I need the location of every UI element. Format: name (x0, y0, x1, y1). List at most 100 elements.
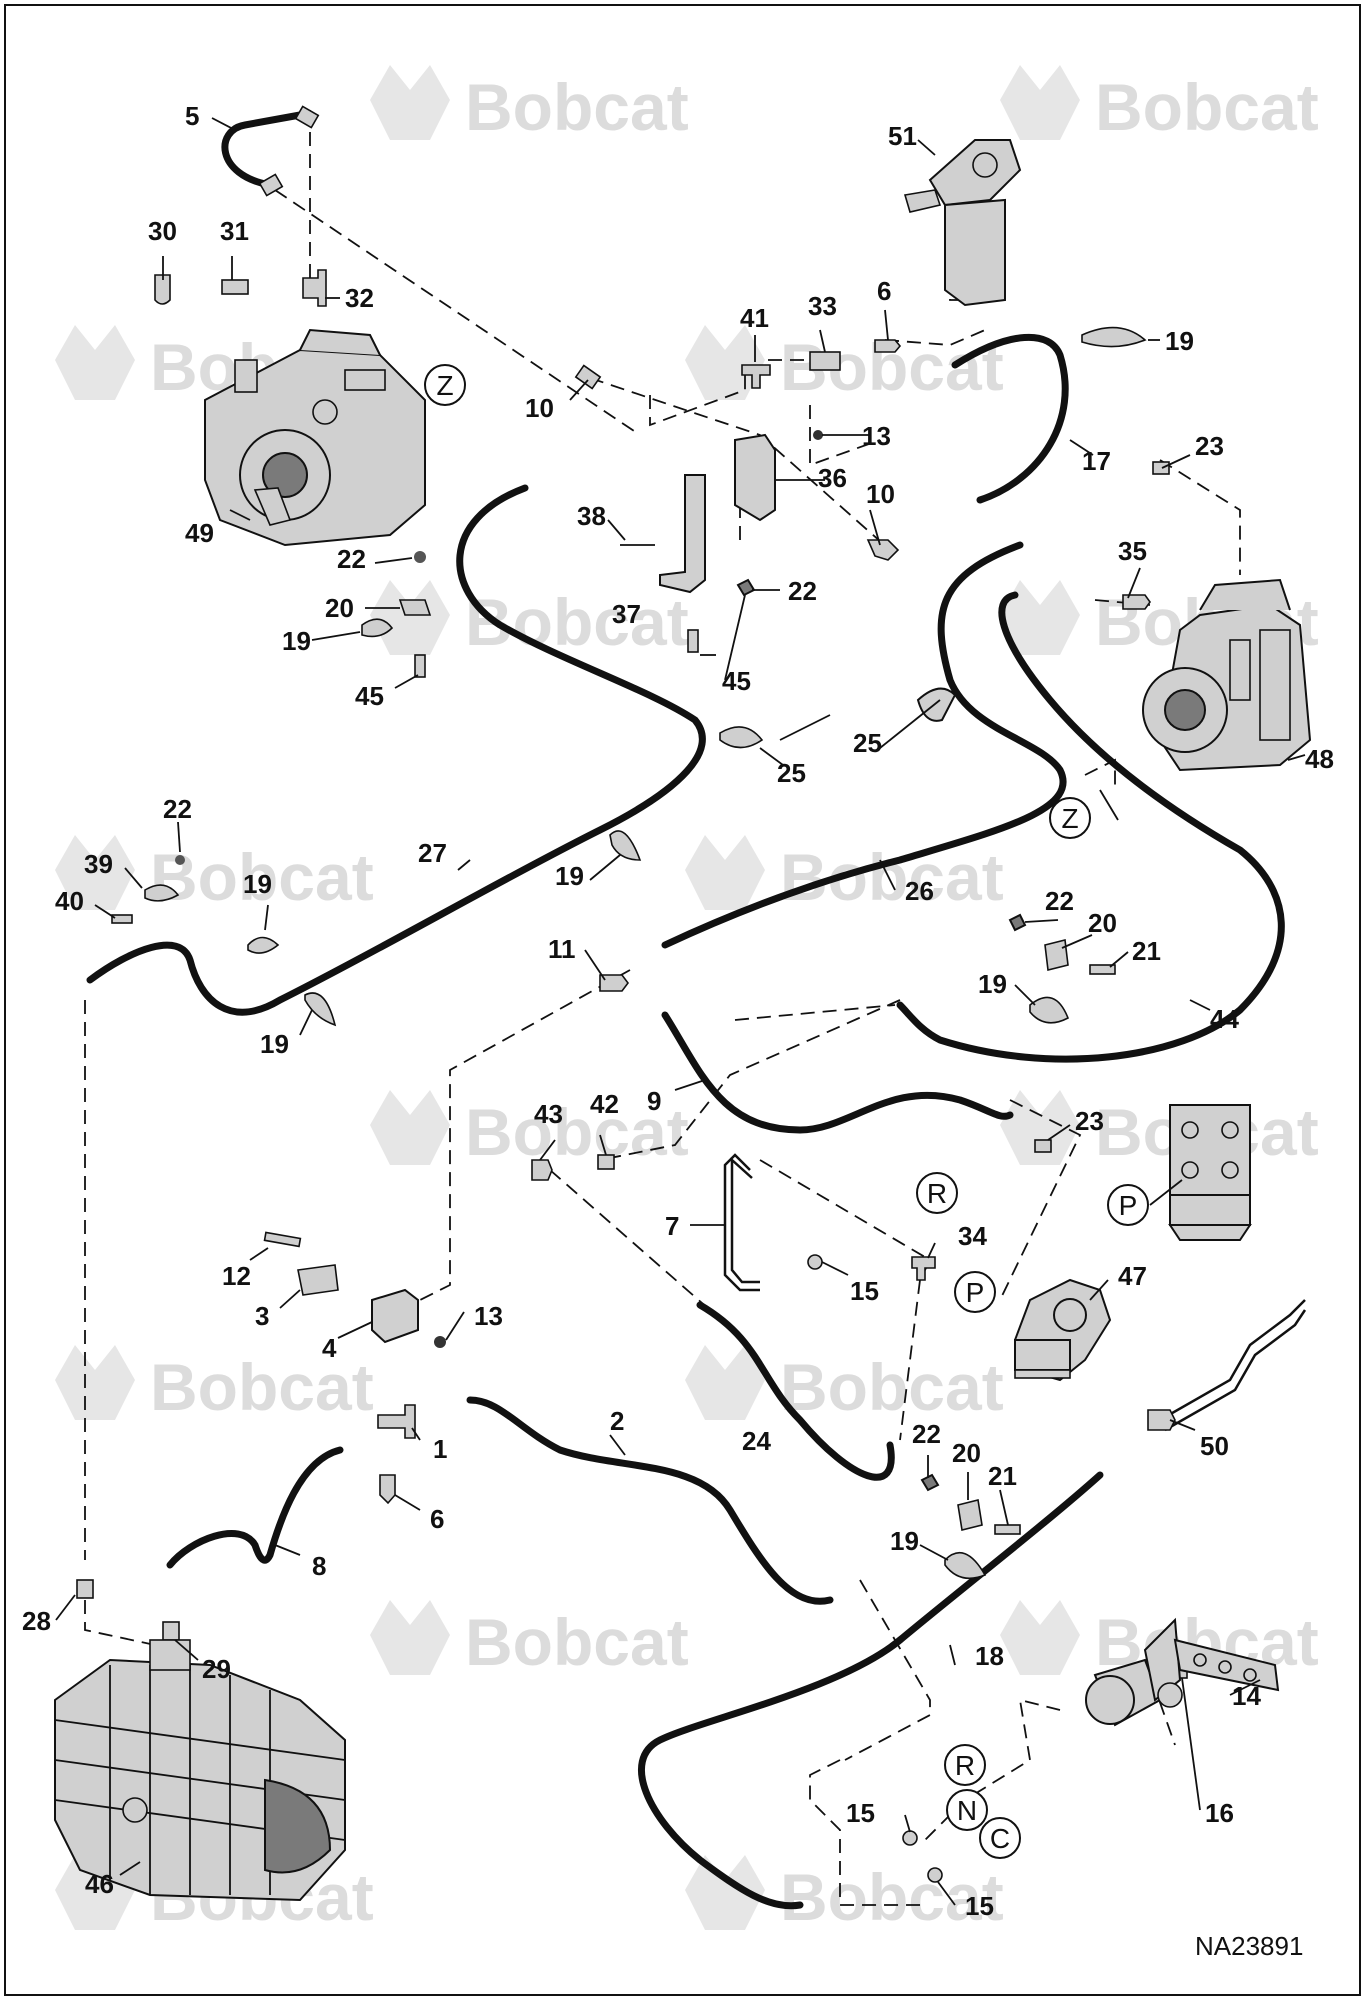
watermark-logo: Bobcat (55, 1345, 374, 1424)
bubble-letter: P (966, 1277, 985, 1308)
callout: 10 (866, 479, 895, 509)
bubble-letter: R (927, 1178, 947, 1209)
hose-24 (696, 1301, 895, 1481)
bubble-z-mid: Z (1049, 797, 1091, 839)
watermark-logo: Bobcat (370, 1090, 689, 1169)
watermark-logo: Bobcat (685, 1345, 1004, 1424)
fitting-23a (1152, 461, 1170, 475)
tube-7 (723, 1153, 760, 1292)
callout: 2 (610, 1406, 624, 1436)
nut-22c (175, 855, 185, 865)
callout: 19 (260, 1029, 289, 1059)
callout: 11 (548, 934, 576, 964)
block-36 (734, 433, 776, 522)
callout: 8 (312, 1551, 326, 1581)
fitting-28 (76, 1579, 94, 1599)
callout: 43 (534, 1099, 563, 1129)
clamp-20c (957, 1499, 983, 1531)
callout: 15 (850, 1276, 879, 1306)
clamp-19d (609, 830, 642, 861)
bubble-z-top: Z (424, 364, 466, 406)
callout: 35 (1118, 536, 1147, 566)
watermark-logo: Bobcat (685, 1855, 1004, 1934)
watermark-text: Bobcat (150, 1350, 374, 1424)
bolt-45b (687, 629, 699, 653)
callout: 33 (808, 291, 837, 321)
fitting-15b (902, 1830, 918, 1846)
fitting-31 (221, 279, 249, 295)
callout: 15 (846, 1798, 875, 1828)
callout: 4 (322, 1333, 337, 1363)
callout: 47 (1118, 1261, 1147, 1291)
callout: 36 (818, 463, 847, 493)
callout: 6 (430, 1504, 444, 1534)
fitting-29 (162, 1621, 180, 1641)
nut-22d (1008, 913, 1027, 932)
clamp-25a (916, 687, 957, 722)
callout: 23 (1195, 431, 1224, 461)
callout: 5 (185, 101, 199, 131)
callout: 22 (337, 544, 366, 574)
plate-3 (297, 1264, 339, 1296)
callout: 26 (905, 876, 934, 906)
hose-2 (466, 1396, 834, 1605)
callout: 14 (1232, 1681, 1261, 1711)
callout: 20 (325, 593, 354, 623)
callout: 32 (345, 283, 374, 313)
fitting-32 (302, 269, 327, 307)
bubble-letter: Z (1061, 803, 1078, 834)
hose-9 (661, 1011, 1014, 1134)
clamp-20b (1044, 939, 1069, 971)
fitting-30 (154, 274, 171, 305)
callout: 16 (1205, 1798, 1234, 1828)
callout: 17 (1082, 446, 1111, 476)
nut-13a (813, 430, 823, 440)
filter-51 (903, 139, 1022, 307)
callout: 31 (220, 216, 249, 246)
callout: 22 (912, 1419, 941, 1449)
clamp-19a (361, 618, 394, 638)
callout: 41 (740, 303, 769, 333)
tubes (723, 1153, 1307, 1432)
leader-lines (55, 117, 1306, 1906)
callout: 45 (722, 666, 751, 696)
callout: 19 (978, 969, 1007, 999)
hardware (111, 326, 1147, 1580)
callout: 1 (433, 1434, 447, 1464)
callout: 50 (1200, 1431, 1229, 1461)
hose-44 (896, 591, 1285, 1063)
callout: 39 (84, 849, 113, 879)
watermark-logo: Bobcat (1000, 65, 1319, 144)
callout: 19 (282, 626, 311, 656)
fitting-6b (379, 1474, 396, 1505)
fitting-50 (1147, 1409, 1176, 1431)
callout: 6 (877, 276, 891, 306)
drawing-number: NA23891 (1195, 1931, 1303, 1961)
callout: 19 (1165, 326, 1194, 356)
fitting-43 (531, 1159, 553, 1181)
watermark-logo: Bobcat (1000, 1090, 1319, 1169)
callout: 28 (22, 1606, 51, 1636)
callout: 37 (612, 599, 641, 629)
callout: 25 (853, 728, 882, 758)
callout: 15 (965, 1891, 994, 1921)
components (54, 139, 1312, 1902)
connection-bubbles: Z Z R P P R N C (424, 364, 1149, 1859)
callout: 24 (742, 1426, 771, 1456)
watermark-text: Bobcat (780, 840, 1004, 914)
pump-48 (1142, 578, 1312, 772)
callout-labels: 5 30 31 32 49 22 20 19 45 10 41 33 6 51 … (22, 101, 1334, 1921)
hose-26 (661, 541, 1067, 949)
bubble-letter: Z (436, 370, 453, 401)
callout: 42 (590, 1089, 619, 1119)
clamp-25b (719, 726, 764, 749)
fitting-41 (741, 364, 771, 389)
callout: 49 (185, 518, 214, 548)
callout: 34 (958, 1221, 987, 1251)
hose-18 (638, 1471, 1104, 1910)
callout: 22 (163, 794, 192, 824)
callout: 40 (55, 886, 84, 916)
bolt-21a (1089, 964, 1116, 975)
callout: 12 (222, 1261, 251, 1291)
